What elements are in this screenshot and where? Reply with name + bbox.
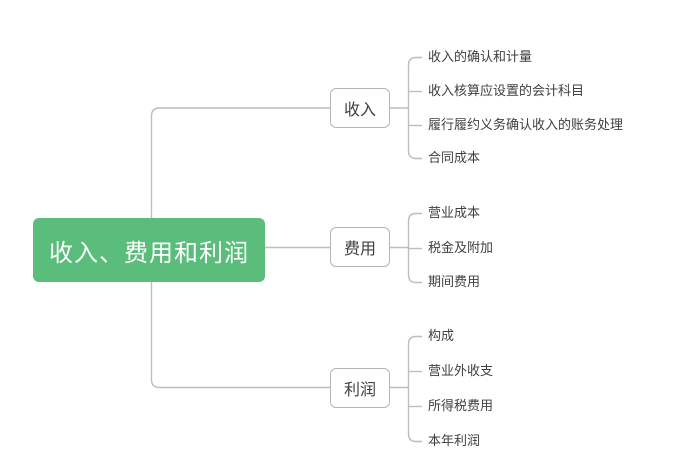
- connector-root-to-profit: [150, 282, 330, 389]
- connector-expense-leaf-3: [407, 274, 422, 284]
- branch-topic-profit[interactable]: 利润: [330, 368, 390, 408]
- leaf-topic-profit-2[interactable]: 营业外收支: [428, 364, 494, 379]
- connector-profit-leaf-4: [407, 433, 422, 443]
- leaf-topic-profit-4[interactable]: 本年利润: [428, 434, 481, 449]
- root-topic[interactable]: 收入、费用和利润: [33, 218, 265, 282]
- connector-revenue-leaf-1: [407, 56, 422, 66]
- branch-topic-expense[interactable]: 费用: [330, 227, 390, 267]
- leaf-topic-profit-3[interactable]: 所得税费用: [428, 399, 494, 414]
- leaf-topic-revenue-4[interactable]: 合同成本: [428, 151, 481, 166]
- leaf-topic-expense-2[interactable]: 税金及附加: [428, 241, 494, 256]
- leaf-topic-revenue-1[interactable]: 收入的确认和计量: [428, 50, 533, 65]
- connector-profit-leaf-1: [407, 335, 422, 345]
- leaf-topic-revenue-3[interactable]: 履行履约义务确认收入的账务处理: [428, 118, 624, 133]
- leaf-topic-expense-1[interactable]: 营业成本: [428, 206, 481, 221]
- connector-revenue-leaf-4: [407, 150, 422, 160]
- connector-expense-leaf-1: [407, 212, 422, 222]
- connector-root-to-revenue: [150, 107, 330, 218]
- leaf-topic-profit-1[interactable]: 构成: [428, 329, 455, 344]
- branch-topic-revenue[interactable]: 收入: [330, 88, 390, 128]
- leaf-topic-expense-3[interactable]: 期间费用: [428, 275, 481, 290]
- leaf-topic-revenue-2[interactable]: 收入核算应设置的会计科目: [428, 84, 585, 99]
